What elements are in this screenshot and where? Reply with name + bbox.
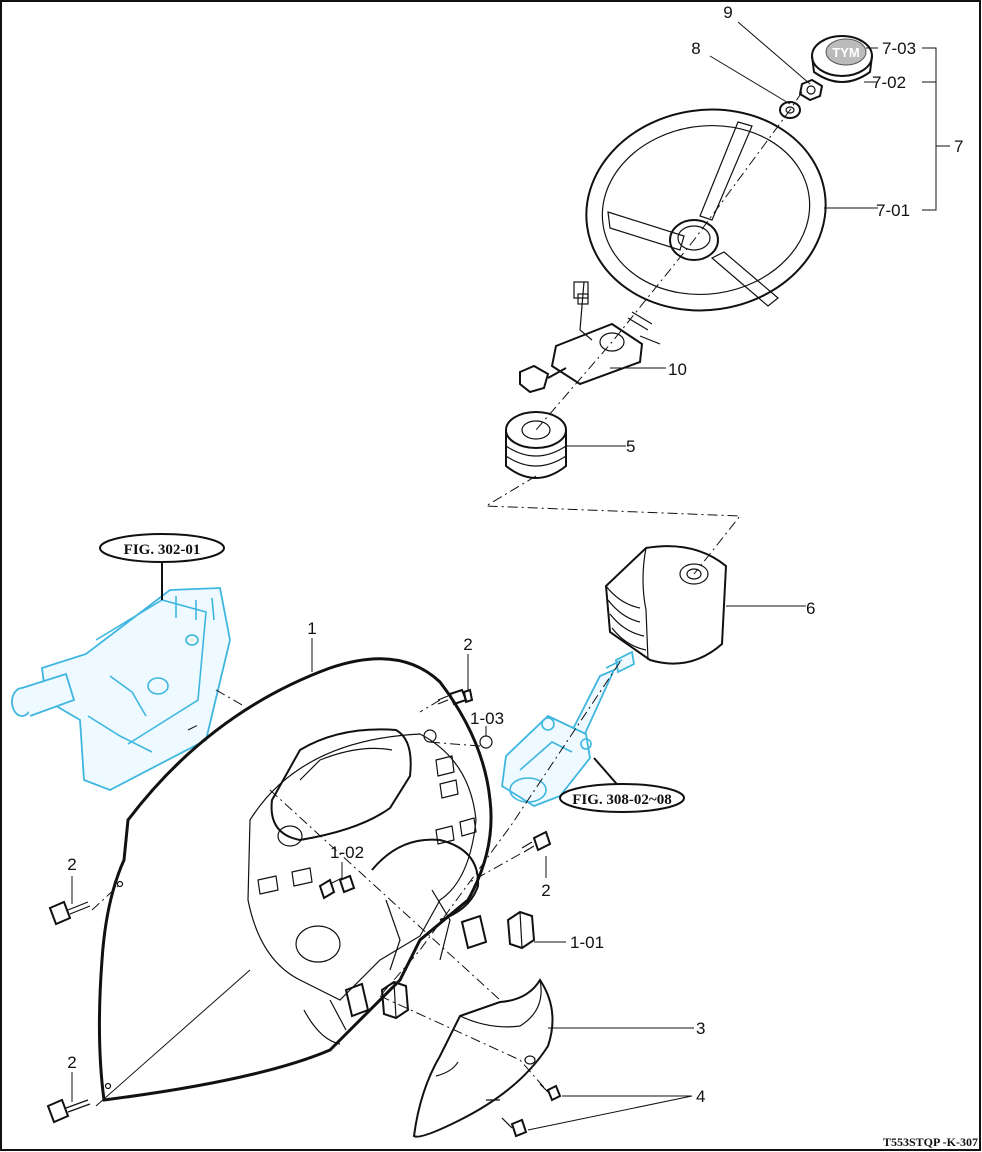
callout-1-03: 1-03 xyxy=(470,709,504,728)
ref-fig-308-label: FIG. 308-02~08 xyxy=(572,792,671,808)
callout-7: 7 xyxy=(954,137,963,156)
callout-4: 4 xyxy=(696,1087,705,1106)
callout-7-03: 7-03 xyxy=(882,39,916,58)
callout-6: 6 xyxy=(806,599,815,618)
steering-boot xyxy=(604,545,728,665)
emblem-cap: TYM xyxy=(811,35,873,83)
dash-panel xyxy=(97,657,493,1102)
switch-1-01 xyxy=(344,910,536,1020)
drawing-code: T553STQP -K-307 xyxy=(883,1135,978,1149)
callout-2-bottom: 2 xyxy=(67,1053,76,1072)
screw-4-lower xyxy=(501,1117,528,1138)
callout-1-02: 1-02 xyxy=(330,843,364,862)
bolt-2-top xyxy=(437,688,474,706)
tym-logo: TYM xyxy=(832,45,859,60)
callout-2-left: 2 xyxy=(67,855,76,874)
nut-9 xyxy=(798,78,824,102)
callout-9: 9 xyxy=(723,3,732,22)
bolt-2-left xyxy=(48,900,91,926)
steering-column-reference xyxy=(501,650,635,808)
combination-switch xyxy=(519,281,661,394)
callout-10: 10 xyxy=(668,360,687,379)
bolt-2-bottom xyxy=(46,1098,91,1124)
callout-3: 3 xyxy=(696,1019,705,1038)
callout-1: 1 xyxy=(307,619,316,638)
steering-wheel xyxy=(585,108,827,312)
callout-7-02: 7-02 xyxy=(872,73,906,92)
callout-7-01: 7-01 xyxy=(876,201,910,220)
ref-fig-302-01-label: FIG. 302-01 xyxy=(124,542,201,558)
callout-2-right: 2 xyxy=(541,881,550,900)
callout-1-01: 1-01 xyxy=(570,933,604,952)
ref-fig-302-01: FIG. 302-01 xyxy=(99,533,225,563)
column-cover xyxy=(412,978,554,1138)
washer-8 xyxy=(779,101,801,119)
ref-fig-308-02-08: FIG. 308-02~08 xyxy=(559,783,685,813)
grommet-1-03 xyxy=(479,735,493,749)
callout-5: 5 xyxy=(626,437,635,456)
bracket-reference xyxy=(11,587,231,791)
callout-8: 8 xyxy=(691,39,700,58)
leader-lines xyxy=(71,21,950,1131)
bushing-5 xyxy=(505,411,567,479)
bolt-2-right xyxy=(521,830,552,853)
assembly-lines xyxy=(91,91,803,1107)
callout-2-top: 2 xyxy=(463,635,472,654)
